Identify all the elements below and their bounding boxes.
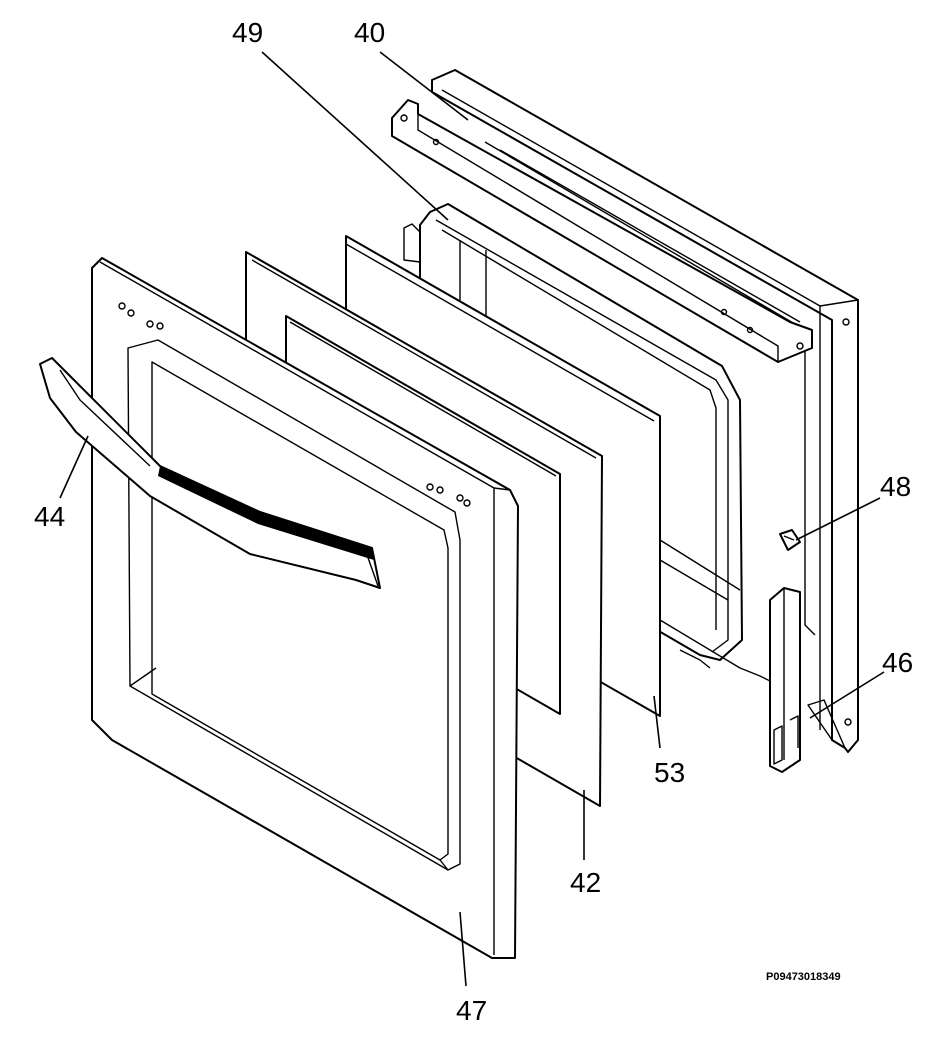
- callout-48: 48: [880, 471, 911, 502]
- leader-44: [59, 435, 89, 499]
- leader-53: [653, 695, 661, 749]
- leader-47: [459, 911, 467, 987]
- reference-code: P09473018349: [766, 971, 841, 983]
- leader-46: [809, 671, 885, 719]
- part-48-clip: [779, 529, 801, 551]
- top-hinge-bar: [391, 99, 813, 363]
- leader-49: [261, 51, 449, 221]
- callout-labels: 40 49 44 48 46 53 42 47: [34, 17, 913, 1026]
- callout-53: 53: [654, 757, 685, 788]
- part-44-handle: [39, 357, 381, 589]
- callout-42: 42: [570, 867, 601, 898]
- part-40-rear-frame: [431, 69, 859, 753]
- callout-46: 46: [882, 647, 913, 678]
- part-46-hinge-bracket: [769, 587, 801, 773]
- leader-lines: [59, 51, 885, 987]
- callout-40: 40: [354, 17, 385, 48]
- leader-48: [795, 497, 881, 541]
- part-47-outer-frame: [91, 257, 519, 959]
- callout-49: 49: [232, 17, 263, 48]
- callout-47: 47: [456, 995, 487, 1026]
- leader-40: [379, 51, 469, 121]
- callout-44: 44: [34, 501, 65, 532]
